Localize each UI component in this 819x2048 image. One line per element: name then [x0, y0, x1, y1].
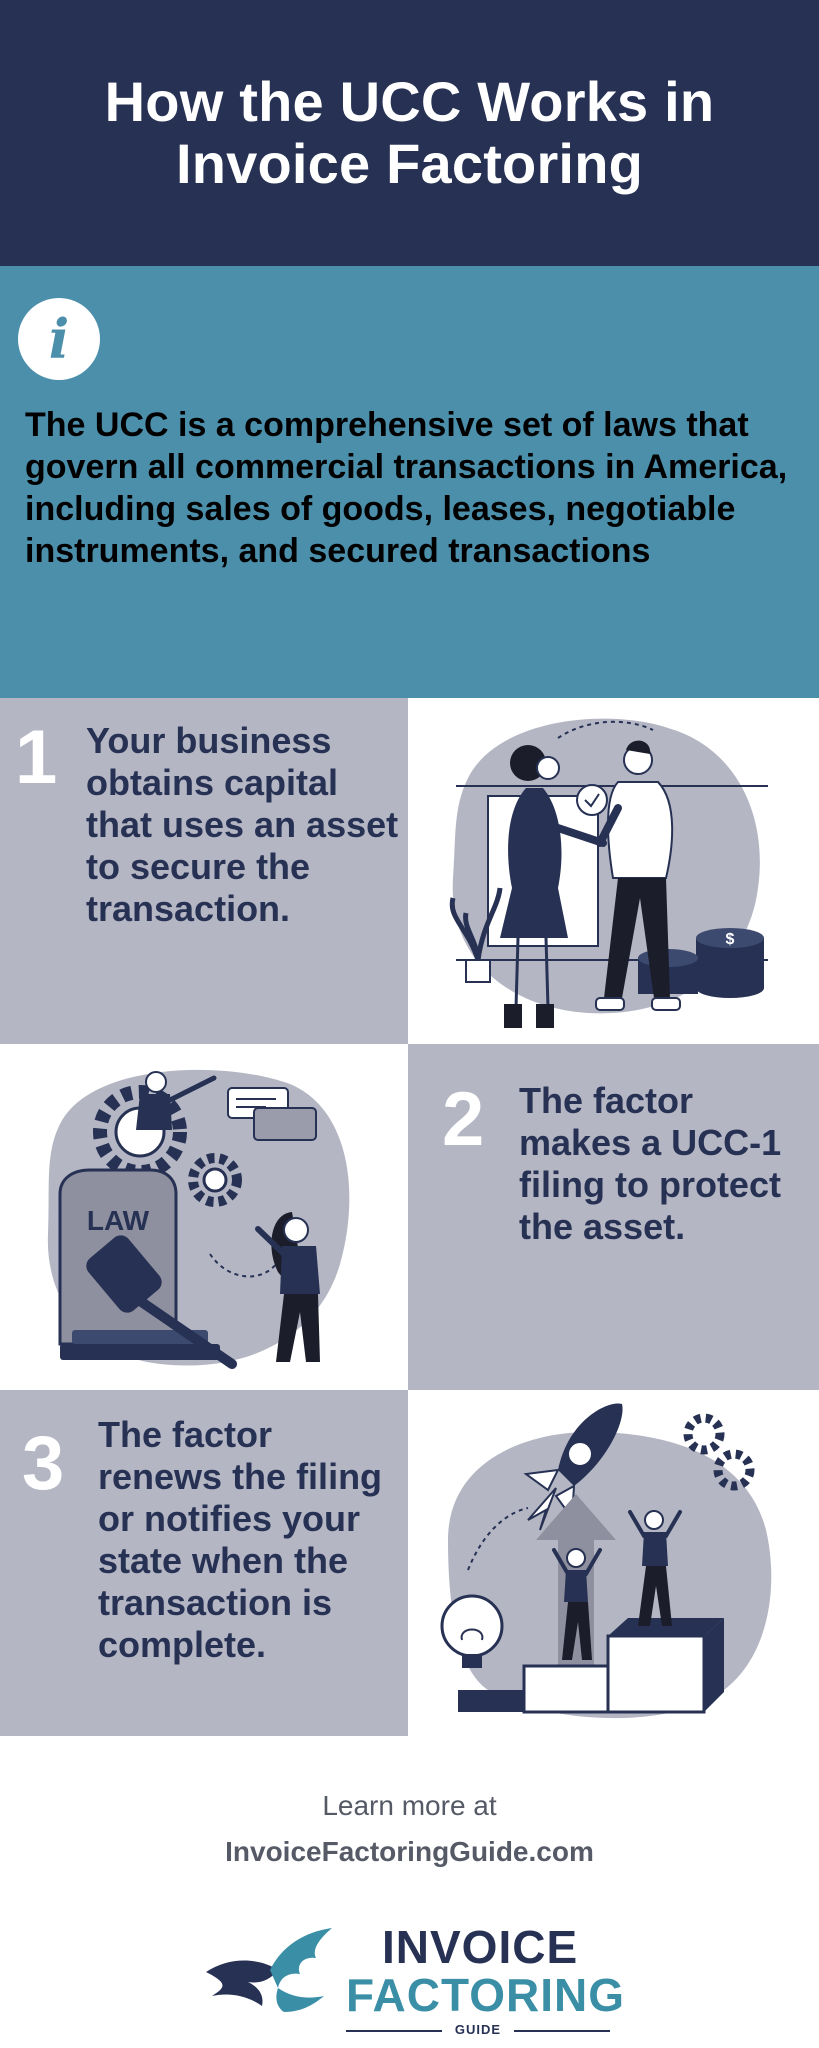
plant-icon [449, 887, 503, 983]
step-number: 2 [442, 1077, 485, 1162]
logo-guide-row: GUIDE [346, 2020, 610, 2040]
step-3-illustration-panel [408, 1390, 819, 1736]
person-figure [552, 1548, 602, 1660]
info-icon-glyph: i [48, 307, 70, 371]
step-1-illustration-panel: $ [408, 698, 819, 1044]
step-text: Your business obtains capital that uses … [86, 720, 399, 929]
person-on-gear-figure [136, 1071, 217, 1130]
chat-bubble-icon [227, 1087, 317, 1141]
law-gavel-illustration: LAW [47, 1069, 350, 1369]
growth-rocket-illustration [440, 1403, 772, 1719]
man-figure [595, 740, 681, 1011]
step-1-panel: 1 Your business obtains capital that use… [0, 698, 408, 1044]
handshake-illustration: $ [449, 718, 768, 1028]
header-banner: How the UCC Works in Invoice Factoring [0, 0, 819, 266]
step-number: 1 [15, 715, 58, 800]
website-link[interactable]: InvoiceFactoringGuide.com [225, 1836, 594, 1867]
info-description: The UCC is a comprehensive set of laws t… [25, 406, 788, 570]
divider [514, 2030, 610, 2032]
info-icon: i [18, 298, 100, 380]
step-text: The factor makes a UCC-1 filing to prote… [519, 1080, 782, 1247]
step-number: 3 [22, 1421, 65, 1506]
podium-steps [458, 1618, 724, 1714]
step-2-illustration-panel: LAW [0, 1044, 408, 1390]
logo-line-factoring: FACTORING [346, 1969, 626, 2021]
logo-line-invoice: INVOICE [382, 1921, 579, 1973]
page-title: How the UCC Works in Invoice Factoring [104, 70, 715, 195]
step-text: The factor renews the filing or notifies… [98, 1414, 383, 1665]
step-2-panel: 2 The factor makes a UCC-1 filing to pro… [408, 1044, 819, 1390]
woman-figure [500, 745, 607, 1028]
law-label: LAW [87, 1205, 150, 1236]
eagle-logo-icon [206, 1928, 332, 2012]
woman-figure [255, 1212, 320, 1362]
gavel-icon [60, 1235, 237, 1369]
divider [346, 2030, 442, 2032]
step-3-panel: 3 The factor renews the filing or notifi… [0, 1390, 408, 1736]
learn-more-text: Learn more at [322, 1790, 497, 1821]
person-figure [628, 1510, 682, 1626]
gear-icon [683, 1413, 755, 1491]
gear-icon [188, 1153, 242, 1207]
logo-line-guide: GUIDE [454, 2022, 502, 2037]
svg-text:$: $ [726, 931, 735, 948]
info-section [0, 266, 819, 698]
lightbulb-icon [440, 1594, 504, 1668]
